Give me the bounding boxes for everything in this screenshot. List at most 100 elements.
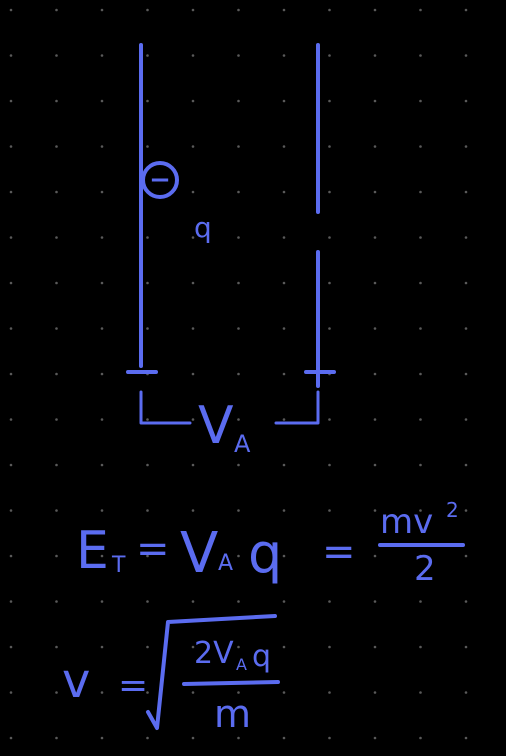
grid-dot [9, 509, 13, 512]
energy-equation: E T = V A q = mv 2 2 [76, 498, 465, 589]
charge-symbol: − [149, 165, 171, 195]
grid-dot [464, 145, 468, 148]
grid-dot [55, 509, 58, 512]
left-wire [139, 390, 192, 425]
velocity-lhs: v [62, 653, 90, 709]
grid-dot [191, 509, 195, 512]
grid-dot [464, 554, 468, 558]
energy-equals-2: = [322, 529, 356, 575]
grid-dot [146, 691, 149, 694]
grid-dot [146, 418, 149, 421]
grid-dot [100, 736, 104, 740]
grid-dot [373, 645, 377, 649]
grid-dot [55, 99, 58, 103]
grid-dot [373, 236, 377, 239]
grid-dot [146, 645, 149, 649]
grid-dot [419, 327, 422, 330]
velocity-equals: = [118, 665, 148, 706]
grid-dot [55, 145, 58, 148]
grid-dot [237, 645, 240, 649]
grid-dot [191, 54, 195, 57]
grid-dot [282, 8, 286, 12]
grid-dot [464, 99, 468, 103]
grid-dot [282, 99, 286, 103]
grid-dot [55, 281, 58, 285]
grid-dot [9, 54, 13, 57]
grid-dot [328, 190, 331, 194]
grid-dot [146, 8, 149, 12]
grid-dot [237, 418, 240, 421]
energy-numerator: mv [380, 502, 433, 542]
grid-dot [146, 736, 149, 740]
grid-dot [191, 145, 195, 148]
grid-dot [237, 99, 240, 103]
grid-dot [328, 736, 331, 740]
plus-terminal-mark [304, 358, 336, 388]
velocity-equation: v = 2V A q m [62, 614, 280, 736]
grid-dot [55, 736, 58, 740]
grid-dot [282, 691, 286, 694]
grid-dot [146, 327, 149, 330]
grid-dot [100, 8, 104, 12]
grid-dot [373, 190, 377, 194]
grid-dot [419, 509, 422, 512]
energy-mid-q: q [248, 522, 282, 585]
energy-lhs-sub: T [111, 553, 126, 578]
grid-dot [100, 145, 104, 148]
grid-dot [237, 236, 240, 239]
grid-dot [146, 554, 149, 558]
grid-dot [328, 99, 331, 103]
grid-dot [373, 8, 377, 12]
grid-dot [464, 645, 468, 649]
grid-dot [464, 736, 468, 740]
grid-dot [464, 54, 468, 57]
grid-dot [237, 600, 240, 603]
dot-grid [9, 8, 468, 740]
grid-dot [191, 190, 195, 194]
grid-dot [328, 54, 331, 57]
grid-dot [237, 281, 240, 285]
grid-dot [464, 190, 468, 194]
grid-dot [282, 463, 286, 467]
grid-dot [100, 281, 104, 285]
grid-dot [100, 554, 104, 558]
grid-dot [282, 327, 286, 330]
grid-dot [100, 327, 104, 330]
voltage-subscript: A [234, 430, 251, 458]
grid-dot [419, 645, 422, 649]
grid-dot [191, 236, 195, 239]
grid-dot [464, 8, 468, 12]
grid-dot [237, 190, 240, 194]
energy-lhs: E [76, 521, 109, 581]
grid-dot [9, 8, 13, 12]
energy-equals-1: = [136, 526, 170, 572]
grid-dot [237, 145, 240, 148]
grid-dot [282, 236, 286, 239]
grid-dot [9, 372, 13, 376]
grid-dot [464, 509, 468, 512]
grid-dot [282, 190, 286, 194]
grid-dot [191, 418, 195, 421]
grid-dot [328, 509, 331, 512]
grid-dot [55, 691, 58, 694]
voltage-label: V A [198, 396, 251, 458]
grid-dot [373, 145, 377, 148]
grid-dot [55, 645, 58, 649]
grid-dot [55, 236, 58, 239]
grid-dot [373, 600, 377, 603]
grid-dot [100, 372, 104, 376]
grid-dot [191, 281, 195, 285]
grid-dot [55, 554, 58, 558]
grid-dot [191, 645, 195, 649]
grid-dot [9, 463, 13, 467]
grid-dot [191, 8, 195, 12]
charge-label: q [194, 211, 212, 244]
grid-dot [191, 327, 195, 330]
grid-dot [55, 372, 58, 376]
grid-dot [9, 145, 13, 148]
grid-dot [419, 236, 422, 239]
grid-dot [9, 645, 13, 649]
grid-dot [9, 736, 13, 740]
grid-dot [146, 509, 149, 512]
